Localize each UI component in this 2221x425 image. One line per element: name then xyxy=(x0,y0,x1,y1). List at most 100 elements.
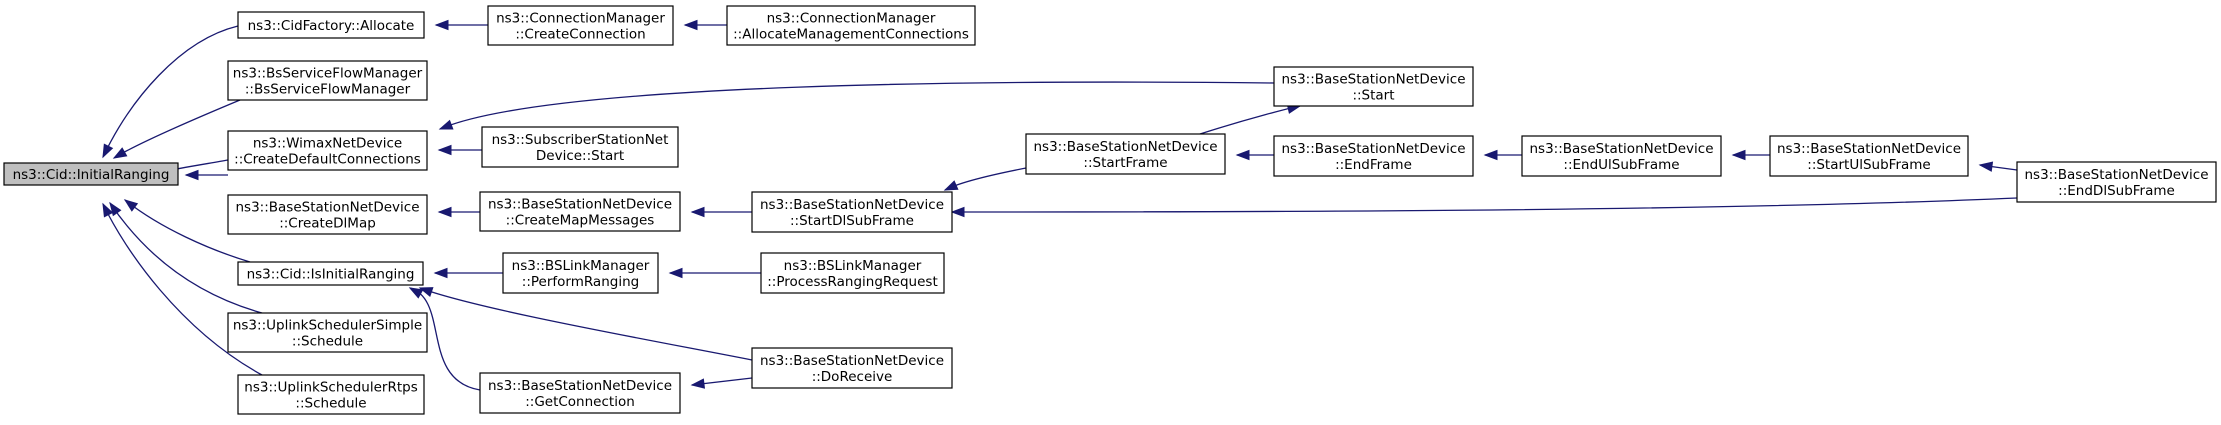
graph-node-n15[interactable]: ns3::BaseStationNetDevice::EndDlSubFrame xyxy=(2016,161,2217,203)
edge-arrowhead xyxy=(102,202,114,218)
node-box[interactable] xyxy=(237,261,424,286)
node-box[interactable] xyxy=(1521,135,1722,177)
node-box[interactable] xyxy=(227,194,428,235)
graph-node-n17[interactable]: ns3::BSLinkManager::PerformRanging xyxy=(502,252,659,294)
graph-node-n10[interactable]: ns3::BaseStationNetDevice::StartDlSubFra… xyxy=(751,191,953,233)
edge-arrowhead xyxy=(950,206,965,218)
edge-n1-to-n0 xyxy=(102,25,239,159)
node-box[interactable] xyxy=(237,374,425,415)
node-box[interactable] xyxy=(751,191,953,233)
node-label: ns3::BaseStationNetDevice xyxy=(488,197,672,213)
node-box[interactable] xyxy=(1273,66,1474,107)
graph-node-n12[interactable]: ns3::BaseStationNetDevice::EndFrame xyxy=(1273,135,1474,177)
graph-node-n22[interactable]: ns3::UplinkSchedulerRtps::Schedule xyxy=(237,374,425,415)
graph-node-n18[interactable]: ns3::BSLinkManager::ProcessRangingReques… xyxy=(760,252,945,294)
node-box[interactable] xyxy=(1025,133,1226,175)
graph-node-n21[interactable]: ns3::UplinkSchedulerSimple::Schedule xyxy=(227,312,428,353)
node-label: ::Start xyxy=(1352,88,1394,104)
node-label: ns3::BaseStationNetDevice xyxy=(1281,72,1465,88)
graph-node-n2[interactable]: ns3::ConnectionManager::CreateConnection xyxy=(487,5,674,46)
edge-n6-to-n5 xyxy=(438,81,1275,130)
edge-n13-to-n12 xyxy=(1483,149,1522,161)
graph-node-n4[interactable]: ns3::BsServiceFlowManager::BsServiceFlow… xyxy=(227,60,428,101)
node-box[interactable] xyxy=(227,130,428,171)
node-box[interactable] xyxy=(479,372,681,414)
node-label: ns3::BaseStationNetDevice xyxy=(1033,139,1217,155)
node-box[interactable] xyxy=(487,5,674,46)
node-label: ::CreateDefaultConnections xyxy=(234,152,421,168)
node-box[interactable] xyxy=(1769,135,1969,177)
node-label: ::CreateConnection xyxy=(515,27,645,43)
node-label: ::EndFrame xyxy=(1335,157,1412,173)
node-box[interactable] xyxy=(1273,135,1474,177)
node-label: ::CreateDlMap xyxy=(279,216,376,232)
node-box[interactable] xyxy=(227,312,428,353)
graph-node-n20[interactable]: ns3::BaseStationNetDevice::GetConnection xyxy=(479,372,681,414)
node-box[interactable] xyxy=(2016,161,2217,203)
node-label: ns3::BaseStationNetDevice xyxy=(1281,141,1465,157)
graph-node-n1[interactable]: ns3::CidFactory::Allocate xyxy=(237,11,425,39)
edge-line xyxy=(1199,105,1301,135)
edge-n8-to-n0 xyxy=(184,169,228,181)
edge-n17-to-n16 xyxy=(433,267,503,279)
node-box[interactable] xyxy=(760,252,945,294)
nodes-layer: ns3::Cid::InitialRanging ns3::CidFactory:… xyxy=(3,5,2217,415)
node-label: ::GetConnection xyxy=(525,394,635,410)
edge-line xyxy=(419,287,753,361)
edge-arrowhead xyxy=(433,267,448,279)
node-label: ns3::BaseStationNetDevice xyxy=(2024,167,2208,183)
edge-arrowhead xyxy=(408,287,424,299)
node-label: ::Schedule xyxy=(295,396,366,412)
edge-line xyxy=(951,197,2018,213)
node-label: ::StartUlSubFrame xyxy=(1807,157,1930,173)
node-box[interactable] xyxy=(481,126,679,168)
graph-node-n9[interactable]: ns3::BaseStationNetDevice::CreateMapMess… xyxy=(479,191,681,232)
edge-line xyxy=(124,199,251,263)
edge-arrowhead xyxy=(943,180,959,191)
node-label: Device::Start xyxy=(536,148,624,164)
edge-line xyxy=(102,25,239,158)
node-label: ::EndDlSubFrame xyxy=(2058,183,2175,199)
graph-node-n14[interactable]: ns3::BaseStationNetDevice::StartUlSubFra… xyxy=(1769,135,1969,177)
edge-line xyxy=(109,202,263,314)
graph-node-n5[interactable]: ns3::WimaxNetDevice::CreateDefaultConnec… xyxy=(227,130,428,171)
edge-n15-to-n10 xyxy=(950,197,2018,218)
graph-node-n6[interactable]: ns3::BaseStationNetDevice::Start xyxy=(1273,66,1474,107)
node-label: ns3::UplinkSchedulerSimple xyxy=(233,318,422,334)
edge-line xyxy=(409,287,481,391)
edge-n22-to-n0 xyxy=(102,202,263,376)
node-label: ns3::SubscriberStationNet xyxy=(492,132,669,148)
node-box[interactable] xyxy=(3,162,179,186)
graph-node-n11[interactable]: ns3::BaseStationNetDevice::StartFrame xyxy=(1025,133,1226,175)
node-label: ::StartDlSubFrame xyxy=(790,213,914,229)
edge-n15-to-n14 xyxy=(1978,161,2018,172)
graph-node-n16[interactable]: ns3::Cid::IsInitialRanging xyxy=(237,261,424,286)
graph-node-n13[interactable]: ns3::BaseStationNetDevice::EndUlSubFrame xyxy=(1521,135,1722,177)
node-box[interactable] xyxy=(227,60,428,101)
node-box[interactable] xyxy=(502,252,659,294)
edge-n18-to-n17 xyxy=(668,267,761,279)
edge-arrowhead xyxy=(184,169,199,181)
node-box[interactable] xyxy=(237,11,425,39)
node-label: ::EndUlSubFrame xyxy=(1563,157,1679,173)
node-label: ns3::Cid::InitialRanging xyxy=(13,167,170,183)
node-box[interactable] xyxy=(726,5,976,46)
edges-layer xyxy=(102,19,2018,391)
graph-node-n19[interactable]: ns3::BaseStationNetDevice::DoReceive xyxy=(751,347,953,389)
edge-n19-to-n20 xyxy=(690,377,753,389)
node-label: ns3::UplinkSchedulerRtps xyxy=(244,380,417,396)
graph-node-n8[interactable]: ns3::BaseStationNetDevice::CreateDlMap xyxy=(227,194,428,235)
edge-arrowhead xyxy=(434,19,449,31)
node-label: ns3::BSLinkManager xyxy=(512,258,650,274)
graph-node-n0[interactable]: ns3::Cid::InitialRanging xyxy=(3,162,179,186)
edge-arrowhead xyxy=(1978,161,1994,172)
node-box[interactable] xyxy=(479,191,681,232)
edge-n7-to-n5 xyxy=(437,144,482,156)
node-label: ns3::CidFactory::Allocate xyxy=(248,18,415,34)
node-label: ns3::ConnectionManager xyxy=(496,11,665,27)
graph-node-n3[interactable]: ns3::ConnectionManager::AllocateManageme… xyxy=(726,5,976,46)
node-box[interactable] xyxy=(751,347,953,389)
edge-n12-to-n11 xyxy=(1235,149,1274,161)
